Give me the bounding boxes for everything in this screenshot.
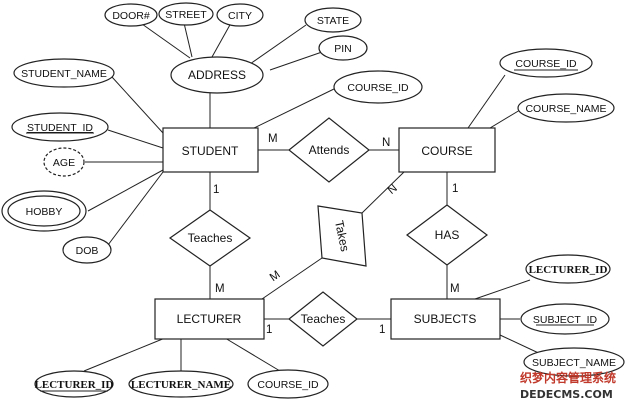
svg-text:LECTURER_NAME: LECTURER_NAME (131, 379, 231, 391)
svg-text:Teaches: Teaches (188, 231, 233, 245)
card-student-attends: M (268, 133, 278, 145)
svg-text:ADDRESS: ADDRESS (188, 68, 246, 82)
card-student-teaches: 1 (213, 184, 219, 196)
svg-text:COURSE: COURSE (421, 144, 472, 158)
card-has-subjects: M (450, 283, 460, 295)
attribute-student-name: STUDENT_NAME (13, 58, 115, 88)
watermark: 织梦内容管理系统 DEDECMS.COM (520, 370, 616, 401)
svg-text:Attends: Attends (309, 143, 350, 157)
svg-text:LECTURER_ID: LECTURER_ID (35, 379, 114, 391)
svg-text:STATE: STATE (317, 15, 349, 27)
attribute-subject-id: SUBJECT_ID (520, 303, 610, 335)
attribute-pin: PIN (318, 35, 368, 61)
entity-course: COURSE (398, 127, 496, 173)
svg-text:HAS: HAS (435, 228, 460, 242)
entity-lecturer: LECTURER (154, 298, 265, 340)
card-lecturer-teaches2: 1 (266, 324, 272, 336)
attribute-course-course-id: COURSE_ID (499, 48, 593, 78)
attribute-state: STATE (304, 7, 362, 33)
attribute-age: AGE (43, 147, 85, 177)
card-lecturer-takes: M (268, 269, 283, 284)
svg-text:SUBJECT_NAME: SUBJECT_NAME (532, 357, 616, 369)
card-teaches2-subjects: 1 (379, 324, 385, 336)
relationship-attends: Attends (288, 117, 370, 183)
svg-text:SUBJECT_ID: SUBJECT_ID (533, 314, 598, 326)
svg-text:COURSE_NAME: COURSE_NAME (525, 103, 606, 115)
svg-text:CITY: CITY (228, 10, 252, 22)
card-teaches-lecturer: M (215, 283, 225, 295)
svg-text:COURSE_ID: COURSE_ID (347, 82, 409, 94)
svg-text:Teaches: Teaches (301, 312, 346, 326)
attribute-dob: DOB (62, 236, 112, 264)
entity-student: STUDENT (162, 127, 259, 173)
attribute-city: CITY (216, 3, 264, 27)
attribute-course-name: COURSE_NAME (517, 93, 615, 123)
relationship-has: HAS (406, 204, 488, 266)
attribute-subject-lecturer-id: LECTURER_ID (525, 254, 611, 284)
svg-text:PIN: PIN (334, 43, 352, 55)
svg-text:DOOR#: DOOR# (112, 10, 150, 22)
connector-lines (83, 22, 546, 372)
svg-text:Takes: Takes (332, 219, 352, 253)
svg-text:COURSE_ID: COURSE_ID (515, 58, 577, 70)
svg-text:织梦内容管理系统: 织梦内容管理系统 (520, 370, 616, 385)
attribute-lecturer-name: LECTURER_NAME (128, 370, 234, 398)
attribute-lecturer-course-id: COURSE_ID (247, 369, 329, 399)
svg-text:STUDENT_NAME: STUDENT_NAME (21, 68, 107, 80)
attribute-student-id: STUDENT_ID (11, 112, 109, 142)
svg-text:COURSE_ID: COURSE_ID (257, 379, 319, 391)
attribute-street: STREET (158, 2, 214, 26)
svg-text:DEDECMS.COM: DEDECMS.COM (520, 388, 613, 401)
svg-text:LECTURER_ID: LECTURER_ID (529, 264, 608, 276)
relationship-teaches-top: Teaches (168, 209, 252, 267)
attribute-address: ADDRESS (170, 56, 264, 94)
svg-text:STUDENT_ID: STUDENT_ID (27, 122, 93, 134)
card-attends-course: N (382, 137, 390, 149)
card-course-has: 1 (452, 183, 458, 195)
svg-text:STUDENT: STUDENT (182, 144, 239, 158)
relationship-takes: Takes (317, 205, 367, 267)
svg-text:SUBJECTS: SUBJECTS (414, 312, 477, 326)
card-takes-course: N (386, 182, 400, 197)
entity-subjects: SUBJECTS (390, 298, 501, 340)
attribute-hobby: HOBBY (1, 190, 87, 232)
svg-text:STREET: STREET (165, 9, 207, 21)
svg-text:LECTURER: LECTURER (177, 312, 242, 326)
svg-text:DOB: DOB (76, 245, 99, 257)
relationship-teaches-bottom: Teaches (288, 291, 358, 347)
attribute-door: DOOR# (104, 3, 158, 27)
svg-text:HOBBY: HOBBY (26, 206, 63, 218)
attribute-lecturer-id: LECTURER_ID (34, 370, 114, 398)
attribute-subject-name: SUBJECT_NAME (523, 347, 625, 377)
attribute-student-course-id: COURSE_ID (333, 70, 423, 104)
svg-text:AGE: AGE (53, 157, 75, 169)
